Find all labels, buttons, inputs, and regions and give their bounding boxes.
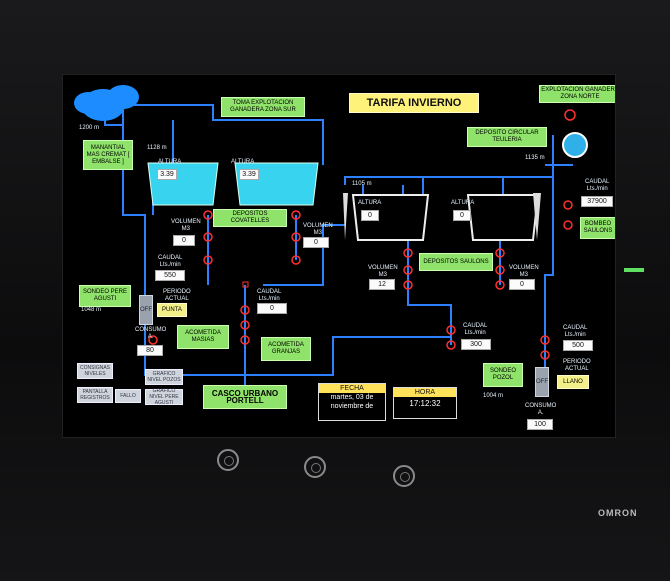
consumo-label: CONSUMO xyxy=(135,327,167,333)
alt-1105: 1105 m xyxy=(352,181,372,187)
altura-cov2-value: 3.39 xyxy=(239,169,259,180)
actual-label: ACTUAL xyxy=(165,296,189,302)
lts-min-label: Lts./min xyxy=(159,262,181,268)
lts-min-label-2: Lts./min xyxy=(258,296,280,302)
a-unit-label: A. xyxy=(147,334,154,340)
hardware-button-2[interactable] xyxy=(304,456,326,478)
alt-1048: 1048 m xyxy=(81,307,102,313)
toma-zona-sur-label: TOMA EXPLOTACION GANADERA ZONA SUR xyxy=(221,97,305,117)
volumen-label-2: VOLUMEN xyxy=(303,223,333,229)
brand-logo: OMRON xyxy=(598,508,638,518)
sondeo-pere-label: SONDEO PERE AGUSTI xyxy=(79,285,131,307)
alt-1200: 1200 m xyxy=(79,125,100,131)
depositos-saulons-label: DEPOSITOS SAULONS xyxy=(419,253,493,271)
grafico-pere-agusti-button[interactable]: GRAFICO NIVEL PERE AGUSTI xyxy=(145,388,183,406)
consumo-left-value: 80 xyxy=(137,345,163,356)
volumen-cov2-value: 0 xyxy=(303,237,329,248)
altura-label: ALTURA xyxy=(158,159,182,165)
hardware-button-1[interactable] xyxy=(217,449,239,471)
a-unit-label-2: A. xyxy=(537,410,544,416)
volumen-label: VOLUMEN xyxy=(171,219,201,225)
alt-1135: 1135 m xyxy=(525,155,545,161)
alt-1004: 1004 m xyxy=(483,393,504,399)
fecha-label: FECHA xyxy=(319,384,385,393)
caudal-mid-value: 0 xyxy=(257,303,287,314)
acometida-granjas-label: ACOMETIDA GRANJAS xyxy=(261,337,311,361)
fecha-panel: FECHA martes, 03 de noviembre de xyxy=(318,383,386,421)
status-led xyxy=(624,268,644,272)
hardware-button-3[interactable] xyxy=(393,465,415,487)
consignas-niveles-button[interactable]: CONSIGNAS NIVELES xyxy=(77,363,113,379)
altura-label-3: ALTURA xyxy=(358,200,382,206)
caudal-pere-value: 550 xyxy=(155,270,185,281)
hora-panel: HORA 17:12:32 xyxy=(393,387,457,419)
caudal-label-3: CAUDAL xyxy=(463,323,488,329)
depositos-covatelles-label: DEPOSITOS COVATELLES xyxy=(213,209,287,227)
caudal-label-4: CAUDAL xyxy=(585,179,610,185)
lts-min-label-5: Lts./min xyxy=(564,332,586,338)
caudal-label-5: CAUDAL xyxy=(563,325,588,331)
altura-sau2-value: 0 xyxy=(453,210,471,221)
hora-value: 17:12:32 xyxy=(409,399,441,408)
lts-min-label-3: Lts./min xyxy=(464,330,486,336)
m3-label-3: M3 xyxy=(378,272,387,278)
acometida-masias-label: ACOMETIDA MASIAS xyxy=(177,325,229,349)
caudal-label-2: CAUDAL xyxy=(257,289,282,295)
caudal-saulons-value: 300 xyxy=(461,339,491,350)
hmi-screen: TARIFA INVIERNO TOMA EXPLOTACION GANADER… xyxy=(62,74,616,438)
consumo-label-2: CONSUMO xyxy=(525,403,557,409)
periodo-label-2: PERIODO xyxy=(563,359,591,365)
periodo-right-value: LLANO xyxy=(557,375,589,389)
m3-label: M3 xyxy=(181,226,190,232)
m3-label-2: M3 xyxy=(313,230,322,236)
volumen-label-4: VOLUMEN xyxy=(509,265,539,271)
m3-label-4: M3 xyxy=(519,272,528,278)
manantial-label: MANANTIAL MAS CREMAT [ EMBALSE ] xyxy=(83,140,133,170)
sondeo-pozol-label: SONDEO POZOL xyxy=(483,363,523,387)
consumo-right-value: 100 xyxy=(527,419,553,430)
altura-cov1-value: 3.39 xyxy=(157,169,177,180)
bombeo-saulons-label: BOMBEO SAULONS xyxy=(580,217,615,239)
lts-min-label-4: Lts./min xyxy=(586,186,608,192)
hora-label: HORA xyxy=(394,388,456,397)
deposito-circular-label: DEPOSITO CIRCULAR TEULERIA xyxy=(467,127,547,147)
fallo-button[interactable]: FALLO xyxy=(115,389,141,403)
caudal-label: CAUDAL xyxy=(158,255,183,261)
actual-label-2: ACTUAL xyxy=(565,366,589,372)
pantalla-registros-button[interactable]: PANTALLA REGISTROS xyxy=(77,387,113,403)
pipe-network xyxy=(74,85,588,387)
explotacion-zona-norte-label: EXPLOTACION GANADERA ZONA NORTE xyxy=(539,85,615,103)
alt-1128: 1128 m xyxy=(147,145,167,151)
casco-urbano-label: CASCO URBANO PORTELL xyxy=(203,385,287,409)
altura-label-4: ALTURA xyxy=(451,200,475,206)
periodo-left-value: PUNTA xyxy=(157,303,187,317)
fecha-value: martes, 03 de noviembre de xyxy=(330,394,374,410)
volumen-sau1-value: 12 xyxy=(369,279,395,290)
off-switch-left[interactable]: OFF xyxy=(139,295,153,325)
altura-sau1-value: 0 xyxy=(361,210,379,221)
caudal-pozo-value: 500 xyxy=(563,340,593,351)
caudal-bombeo-value: 37900 xyxy=(581,196,613,207)
volumen-sau2-value: 0 xyxy=(509,279,535,290)
page-title: TARIFA INVIERNO xyxy=(349,93,479,113)
periodo-label: PERIODO xyxy=(163,289,191,295)
off-switch-right[interactable]: OFF xyxy=(535,367,549,397)
grafico-nivel-pozos-button[interactable]: GRAFICO NIVEL POZOS xyxy=(145,369,183,385)
volumen-label-3: VOLUMEN xyxy=(368,265,398,271)
altura-label-2: ALTURA xyxy=(231,159,255,165)
volumen-cov1-value: 0 xyxy=(173,235,195,246)
